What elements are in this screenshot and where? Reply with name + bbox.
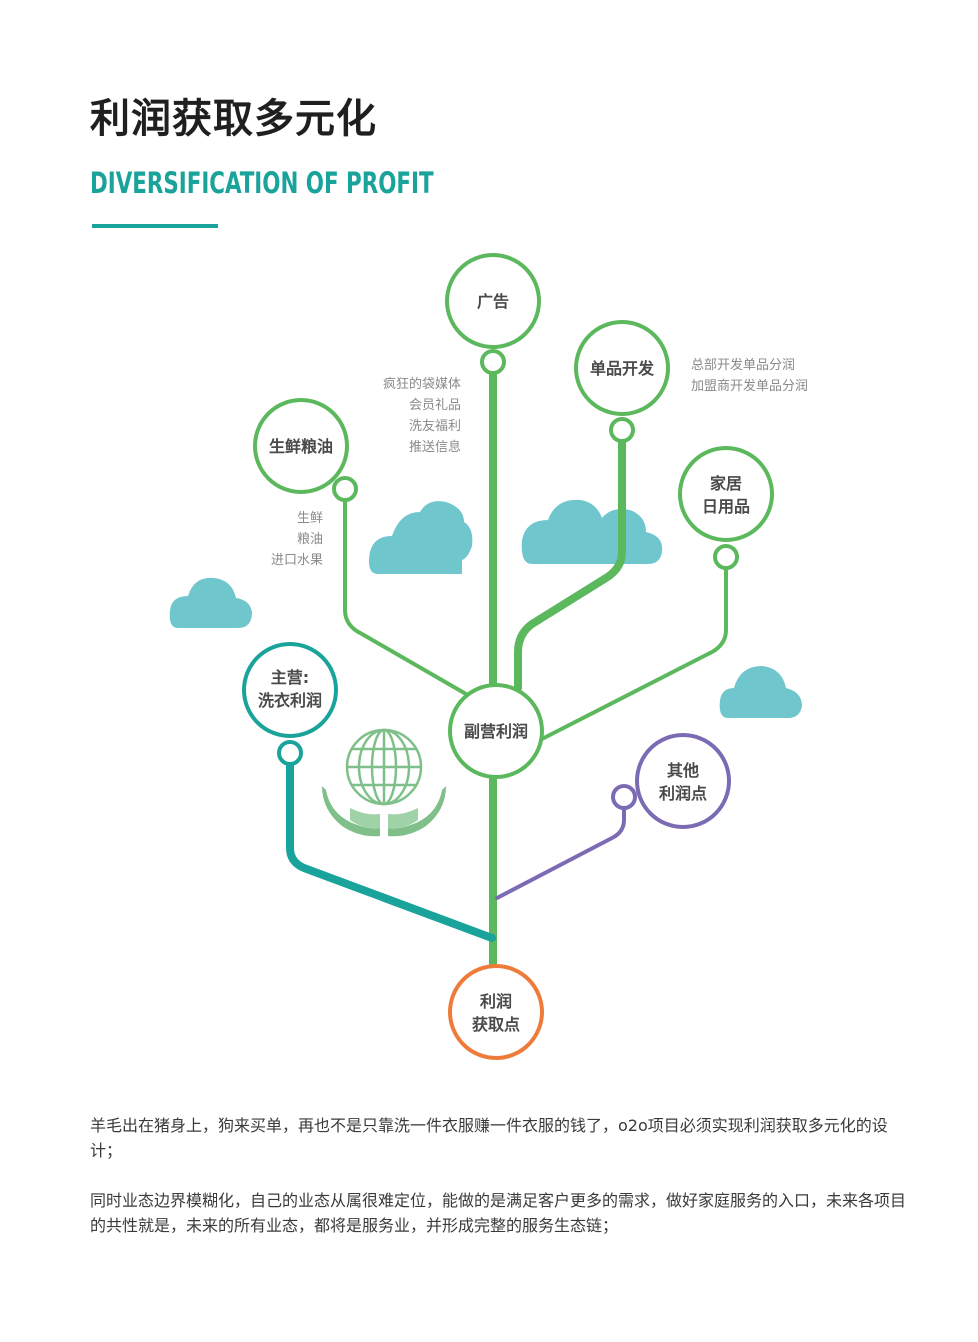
cloud-icon (521, 499, 663, 564)
node-shengxian-label: 生鲜粮油 (269, 437, 333, 456)
globe-hands-icon (322, 728, 446, 837)
title-underline (92, 224, 218, 228)
page-title: 利润获取多元化 (90, 96, 377, 142)
branch-danpin-line (514, 438, 626, 692)
page-subtitle: DIVERSIFICATION OF PROFIT (90, 166, 434, 200)
node-zhuying-label-2: 洗衣利润 (258, 691, 322, 710)
node-root-label-2: 获取点 (472, 1015, 520, 1034)
note-shengxian: 生鲜 粮油 进口水果 (271, 511, 323, 568)
branch-shengxian-line (343, 500, 468, 696)
note-guanggao-4: 推送信息 (409, 439, 461, 455)
node-guanggao-label: 广告 (477, 292, 509, 311)
note-guanggao: 疯狂的袋媒体 会员礼品 洗友福利 推送信息 (383, 376, 461, 455)
node-jiaju: 家居 日用品 (678, 446, 774, 570)
node-fuying-label: 副营利润 (464, 722, 528, 741)
connector-lines (286, 358, 728, 970)
branch-jiaju-line (538, 568, 728, 742)
node-zhuying: 主营: 洗衣利润 (242, 642, 338, 766)
node-shengxian: 生鲜粮油 (253, 398, 358, 502)
note-guanggao-2: 会员礼品 (409, 397, 461, 413)
node-root: 利润 获取点 (448, 964, 544, 1060)
node-jiaju-label-1: 家居 (710, 474, 742, 493)
note-shengxian-2: 粮油 (297, 532, 323, 547)
note-shengxian-1: 生鲜 (297, 511, 323, 526)
cloud-icon (719, 666, 802, 718)
body-paragraph-2: 同时业态边界模糊化，自己的业态从属很难定位，能做的是满足客户更多的需求，做好家庭… (90, 1191, 907, 1235)
node-guanggao: 广告 (445, 253, 541, 375)
node-danpin-label: 单品开发 (590, 359, 655, 378)
cloud-icon (369, 501, 473, 574)
node-qita-label-1: 其他 (667, 761, 699, 780)
branch-qita-line (495, 808, 626, 900)
body-paragraph-1: 羊毛出在猪身上，狗来买单，再也不是只靠洗一件衣服赚一件衣服的钱了，o2o项目必须… (90, 1116, 888, 1160)
cloud-icon (169, 577, 252, 628)
note-danpin: 总部开发单品分润 加盟商开发单品分润 (691, 357, 808, 394)
node-root-label-1: 利润 (480, 992, 512, 1011)
note-danpin-1: 总部开发单品分润 (691, 357, 795, 373)
node-danpin: 单品开发 (574, 320, 670, 443)
branch-zhuying-line (286, 762, 496, 942)
node-jiaju-label-2: 日用品 (702, 497, 750, 516)
note-shengxian-3: 进口水果 (271, 553, 323, 568)
note-guanggao-3: 洗友福利 (409, 418, 461, 434)
note-danpin-2: 加盟商开发单品分润 (691, 378, 808, 394)
note-guanggao-1: 疯狂的袋媒体 (383, 376, 461, 392)
node-qita: 其他 利润点 (611, 733, 731, 829)
node-qita-label-2: 利润点 (659, 784, 707, 803)
node-fuying: 副营利润 (448, 683, 544, 779)
node-zhuying-label-1: 主营: (271, 668, 309, 687)
